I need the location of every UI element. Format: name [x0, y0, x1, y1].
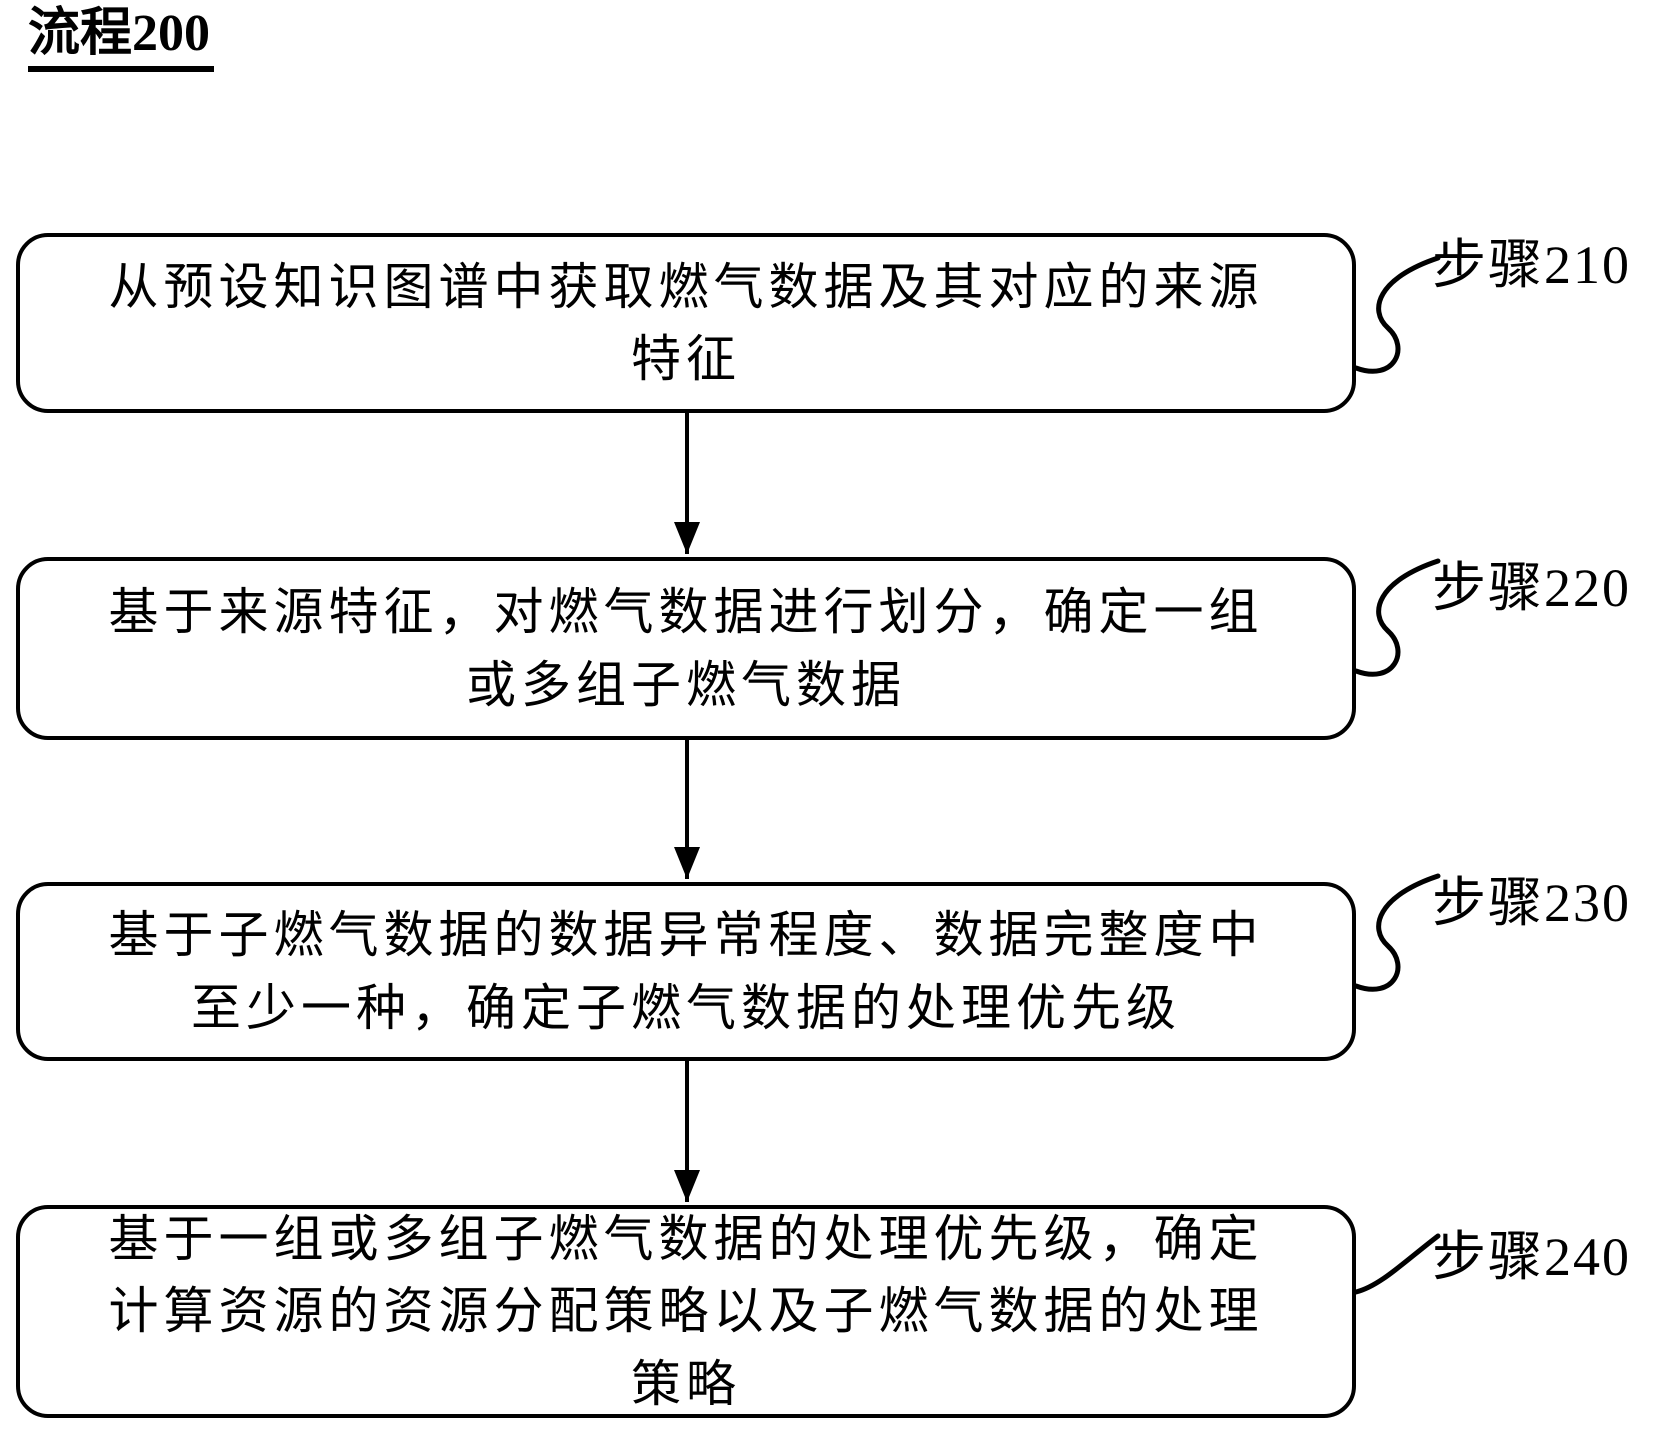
step-240-text-line: 计算资源的资源分配策略以及子燃气数据的处理: [108, 1283, 1264, 1340]
step-box-210: 从预设知识图谱中获取燃气数据及其对应的来源 特征: [16, 233, 1356, 413]
step-box-220: 基于来源特征，对燃气数据进行划分，确定一组 或多组子燃气数据: [16, 557, 1356, 740]
step-label-210: 步骤210: [1432, 235, 1631, 295]
step-label-240: 步骤240: [1432, 1227, 1631, 1287]
flow-arrow-down-1: [685, 412, 689, 554]
step-box-240: 基于一组或多组子燃气数据的处理优先级，确定 计算资源的资源分配策略以及子燃气数据…: [16, 1205, 1356, 1418]
step-220-text-line: 或多组子燃气数据: [466, 656, 906, 713]
step-label-230: 步骤230: [1432, 873, 1631, 933]
page-title: 流程200: [28, 4, 215, 72]
leader-line-220: [1353, 558, 1441, 677]
leader-line-230: [1353, 873, 1441, 992]
leader-line-210: [1353, 255, 1441, 374]
step-210-text-line: 从预设知识图谱中获取燃气数据及其对应的来源: [108, 258, 1264, 315]
step-box-230: 基于子燃气数据的数据异常程度、数据完整度中 至少一种，确定子燃气数据的处理优先级: [16, 882, 1356, 1061]
step-240-text-line: 基于一组或多组子燃气数据的处理优先级，确定: [108, 1210, 1264, 1267]
step-210-text-line: 特征: [631, 331, 741, 387]
step-230-text-line: 基于子燃气数据的数据异常程度、数据完整度中: [108, 907, 1264, 963]
step-230-text-line: 至少一种，确定子燃气数据的处理优先级: [191, 979, 1181, 1036]
flow-arrow-down-2: [685, 739, 689, 879]
step-220-text-line: 基于来源特征，对燃气数据进行划分，确定一组: [108, 584, 1264, 640]
step-label-220: 步骤220: [1432, 558, 1631, 618]
step-240-text-line: 策略: [631, 1355, 741, 1412]
flow-arrow-down-3: [685, 1060, 689, 1202]
leader-line-240: [1353, 1233, 1441, 1295]
